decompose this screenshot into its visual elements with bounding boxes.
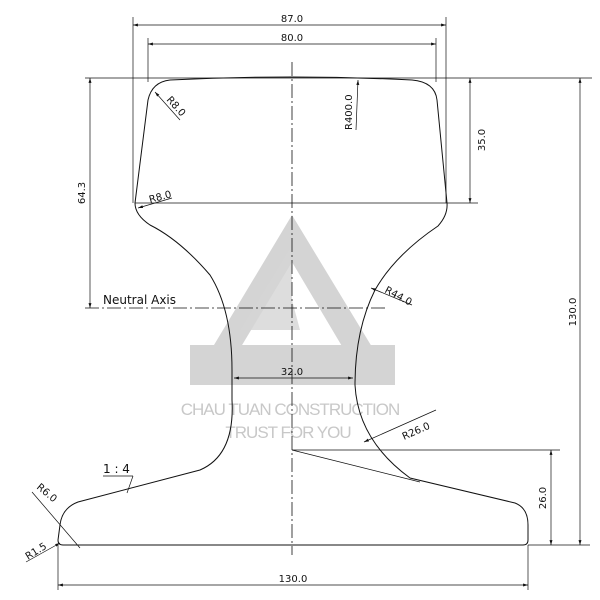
watermark-line1: CHAU TUAN CONSTRUCTION: [181, 400, 400, 419]
slope-label: 1 : 4: [103, 462, 130, 476]
dim-head-width-top: 80.0: [281, 33, 303, 44]
radius-foot-edge: R6.0: [34, 482, 59, 505]
leader-line: [355, 79, 360, 131]
dim-neutral-axis-height: 64.3: [77, 182, 88, 204]
leader-line: [137, 197, 173, 209]
leader-line: [25, 542, 61, 563]
radius-foot-corner: R1.5: [24, 541, 49, 562]
dim-web-thickness: 32.0: [281, 367, 303, 378]
radius-web-upper: R44.0: [383, 285, 414, 308]
dim-total-height: 130.0: [568, 298, 579, 327]
leader-line: [154, 91, 181, 121]
leader-line: [126, 475, 134, 494]
radius-head-crown: R400.0: [344, 94, 355, 130]
leader-line: [370, 287, 413, 306]
dim-head-height: 35.0: [477, 129, 488, 151]
leader-line: [363, 409, 437, 443]
watermark-line2: TRUST FOR YOU: [225, 423, 350, 442]
neutral-axis-label: Neutral Axis: [103, 293, 176, 307]
radius-head-bottom-corner: R8.0: [148, 189, 173, 206]
rail-outline: [57, 76, 529, 546]
slope-reference-line: [291, 449, 421, 483]
radius-web-lower: R26.0: [401, 421, 432, 443]
watermark-logo: [190, 215, 395, 385]
leader-line: [31, 491, 81, 549]
dim-foot-height: 26.0: [538, 487, 549, 509]
dim-base-width: 130.0: [279, 574, 308, 585]
dim-head-width-outer: 87.0: [281, 14, 303, 25]
